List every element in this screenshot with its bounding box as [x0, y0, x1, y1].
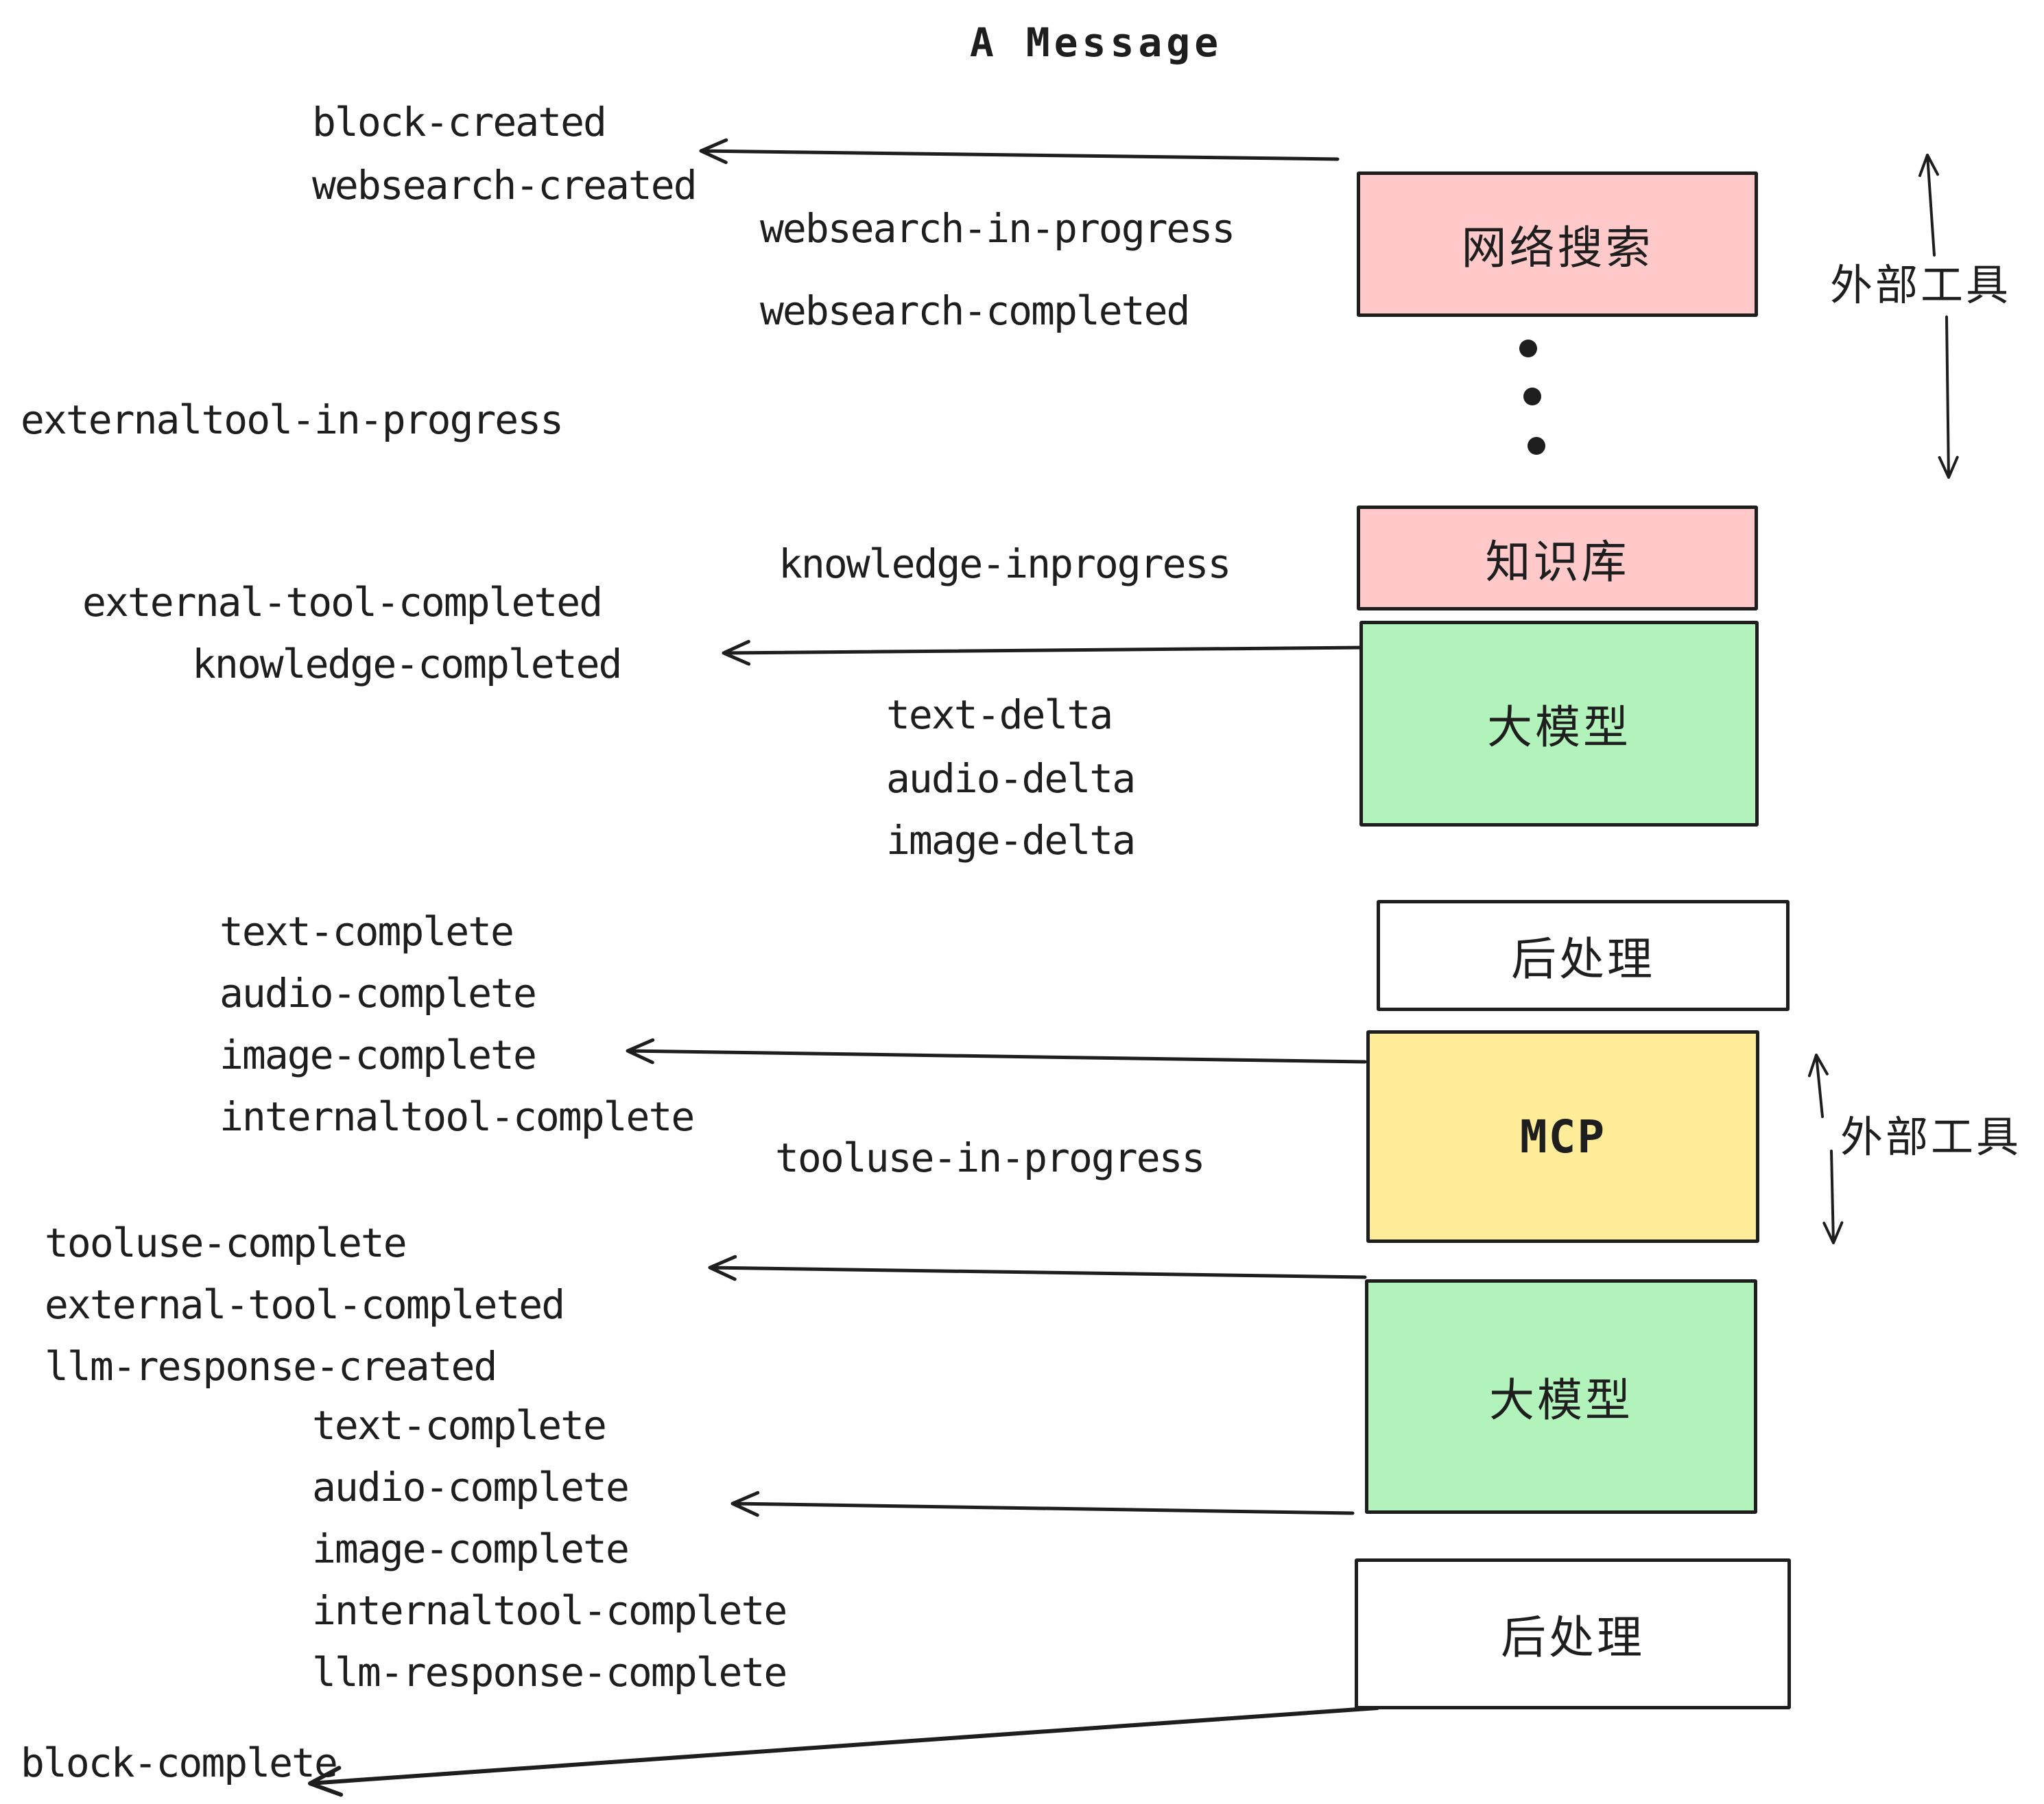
arrow-to-knowledge-completed	[722, 639, 1367, 666]
box-llm-2: 大模型	[1365, 1279, 1757, 1514]
ellipsis-dot	[1528, 437, 1545, 455]
box-label-mcp: MCP	[1519, 1110, 1606, 1163]
box-label-llm-1: 大模型	[1487, 701, 1631, 754]
external-tools-top-up	[1918, 154, 1940, 257]
box-post-1: 后处理	[1377, 900, 1790, 1011]
event-label: image-delta	[886, 817, 1136, 864]
box-websearch: 网络搜索	[1357, 171, 1758, 317]
event-label: websearch-completed	[760, 287, 1190, 334]
event-label: text-complete	[312, 1402, 607, 1449]
event-label: external-tool-completed	[45, 1281, 565, 1328]
event-label: knowledge-inprogress	[779, 541, 1231, 587]
box-mcp: MCP	[1366, 1030, 1759, 1243]
event-label: text-delta	[886, 691, 1113, 738]
external-tools-top-down	[1938, 316, 1959, 479]
diagram-title: A Message	[969, 19, 1223, 66]
event-label: image-complete	[219, 1032, 537, 1078]
arrow-to-audio-complete	[730, 1491, 1355, 1517]
event-label: text-complete	[219, 908, 514, 955]
box-post-2: 后处理	[1355, 1558, 1791, 1709]
box-llm-1: 大模型	[1359, 621, 1759, 827]
event-label: block-created	[312, 99, 607, 145]
event-label: block-complete	[21, 1740, 338, 1786]
event-label: audio-complete	[312, 1464, 630, 1510]
external-tools-mcp-down	[1822, 1150, 1844, 1244]
external-tools-mcp-up	[1807, 1054, 1829, 1118]
arrow-to-block-created	[699, 138, 1340, 165]
event-label: audio-delta	[886, 755, 1136, 802]
event-label: websearch-in-progress	[760, 205, 1235, 252]
box-knowledge: 知识库	[1357, 506, 1758, 610]
ellipsis-dot	[1519, 340, 1537, 357]
ellipsis-dot	[1523, 388, 1541, 405]
event-label: externaltool-in-progress	[21, 396, 564, 443]
event-label: internaltool-complete	[219, 1093, 695, 1140]
arrow-to-image-complete	[626, 1038, 1367, 1065]
event-label: image-complete	[312, 1526, 630, 1572]
side-label-external-tools-mcp: 外部工具	[1840, 1112, 2022, 1162]
box-label-knowledge: 知识库	[1485, 535, 1630, 589]
event-label: tooluse-in-progress	[775, 1135, 1205, 1181]
event-label: llm-response-complete	[312, 1649, 787, 1696]
box-label-post-1: 后处理	[1511, 933, 1655, 986]
box-label-websearch: 网络搜索	[1461, 222, 1654, 274]
event-label: audio-complete	[219, 970, 537, 1017]
arrow-to-block-complete	[308, 1706, 1379, 1797]
event-label: tooluse-complete	[45, 1220, 407, 1266]
event-label: knowledge-completed	[192, 641, 622, 687]
box-label-llm-2: 大模型	[1489, 1374, 1633, 1427]
arrow-to-tooluse-complete	[708, 1255, 1367, 1281]
event-label: websearch-created	[312, 162, 698, 209]
event-label: external-tool-completed	[82, 579, 603, 626]
side-label-external-tools-top: 外部工具	[1829, 260, 2012, 310]
event-label: internaltool-complete	[312, 1587, 787, 1634]
box-label-post-2: 后处理	[1501, 1611, 1645, 1664]
event-label: llm-response-created	[45, 1343, 497, 1390]
